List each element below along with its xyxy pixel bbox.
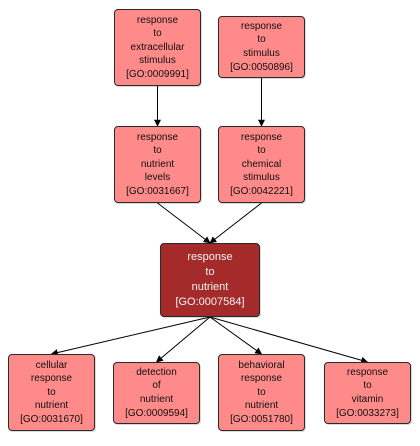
node-label-line: vitamin (351, 394, 384, 405)
node-go-id: [GO:0007584] (175, 296, 245, 308)
node-label-line: response (240, 20, 283, 32)
node-label-line: stimulus (243, 172, 280, 184)
edge-arrow (209, 316, 369, 364)
node-label-line: response (136, 131, 179, 143)
node-label-line: to (257, 34, 266, 46)
edge-arrow (209, 202, 262, 244)
node-label-line: stimulus (243, 48, 280, 59)
node-label-line: chemical (241, 158, 282, 170)
node-label-line: response (346, 366, 389, 378)
node-label-line: nutrient (140, 158, 175, 170)
node-label-line: extracellular (130, 41, 185, 53)
edge-arrow (155, 316, 211, 363)
node-go-id: [GO:0050896] (230, 61, 293, 73)
node-go-id: [GO:0042221] (230, 185, 293, 197)
node-label-line: nutrient (191, 281, 229, 293)
node-label-line: behavioral (238, 359, 285, 371)
node-label-line: to (205, 266, 215, 278)
node-label-line: nutrient (34, 400, 69, 412)
node-label-line: to (153, 145, 162, 157)
node-label-line: to (363, 380, 372, 392)
node-label-line: response (30, 373, 73, 385)
node-label-line: to (257, 145, 266, 157)
node-label-line: cellular (35, 359, 68, 371)
node-label-line: to (153, 28, 162, 40)
node-label-line: of (152, 380, 161, 392)
edge-arrow (209, 316, 263, 355)
edge-arrow (157, 202, 211, 244)
go-term-node[interactable]: response to stimulus [GO:0050896] (218, 16, 305, 78)
node-label-line: to (257, 386, 266, 398)
node-go-id: [GO:0051780] (230, 413, 293, 425)
node-label-line: levels (144, 172, 171, 184)
edge-arrow (50, 316, 211, 356)
node-go-id: [GO:0031667] (126, 185, 189, 197)
go-term-node[interactable]: response to vitamin [GO:0033273] (324, 362, 411, 424)
node-go-id: [GO:0033273] (336, 407, 399, 419)
node-label-line: response (187, 251, 233, 263)
node-label-line: response (240, 131, 283, 143)
node-label-line: stimulus (139, 55, 176, 67)
node-label-line: response (240, 373, 283, 385)
node-label-line: detection (136, 366, 177, 378)
node-label-line: response (136, 14, 179, 26)
node-go-id: [GO:0009991] (126, 68, 189, 80)
node-go-id: [GO:0009594] (125, 407, 188, 419)
go-term-node-focus[interactable]: response to nutrient [GO:0007584] (160, 243, 260, 317)
node-label-line: to (47, 386, 56, 398)
node-label-line: nutrient (244, 400, 279, 412)
go-term-node[interactable]: detection of nutrient [GO:0009594] (113, 362, 200, 424)
node-go-id: [GO:0031670] (20, 413, 83, 425)
node-label-line: nutrient (139, 394, 174, 405)
